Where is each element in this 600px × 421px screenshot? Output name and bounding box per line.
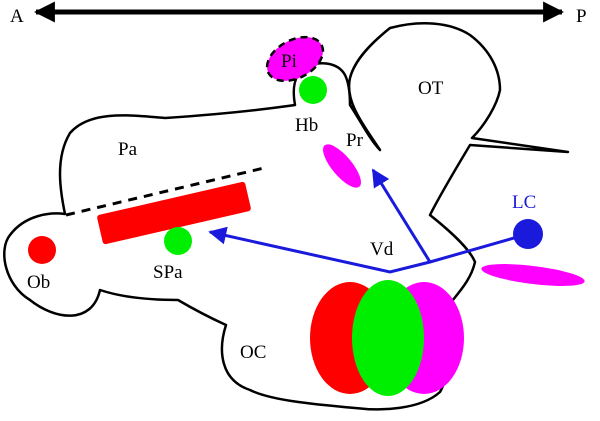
olfactory-bulb-label: Ob	[27, 272, 50, 293]
red-bar-region	[97, 181, 251, 245]
pineal-label: Pi	[281, 51, 297, 72]
habenula-label: Hb	[295, 115, 318, 136]
pallium-label: Pa	[118, 139, 138, 160]
vd-label: Vd	[370, 239, 394, 260]
subpallium-label: SPa	[153, 262, 183, 283]
pretectum-ellipse	[323, 144, 361, 188]
green-ellipse	[352, 280, 424, 396]
subpallium-circle	[164, 227, 192, 255]
pretectum-label: Pr	[346, 130, 364, 151]
dashed-boundary-line	[65, 166, 265, 217]
oc-label: OC	[240, 342, 266, 363]
optic-tectum-label: OT	[418, 78, 444, 99]
brain-outline	[3, 22, 570, 411]
lc-projection-to-spa	[208, 226, 529, 274]
locus-coeruleus-circle	[513, 219, 543, 249]
locus-coeruleus-label: LC	[512, 192, 536, 213]
olfactory-bulb-circle	[28, 236, 56, 264]
lc-projection-to-pr	[371, 168, 432, 263]
hindbrain-magenta-ellipse	[481, 264, 585, 286]
habenula-circle	[299, 76, 327, 104]
pineal-ellipse	[265, 35, 325, 83]
anterior-label: A	[10, 6, 24, 27]
posterior-label: P	[576, 6, 587, 27]
